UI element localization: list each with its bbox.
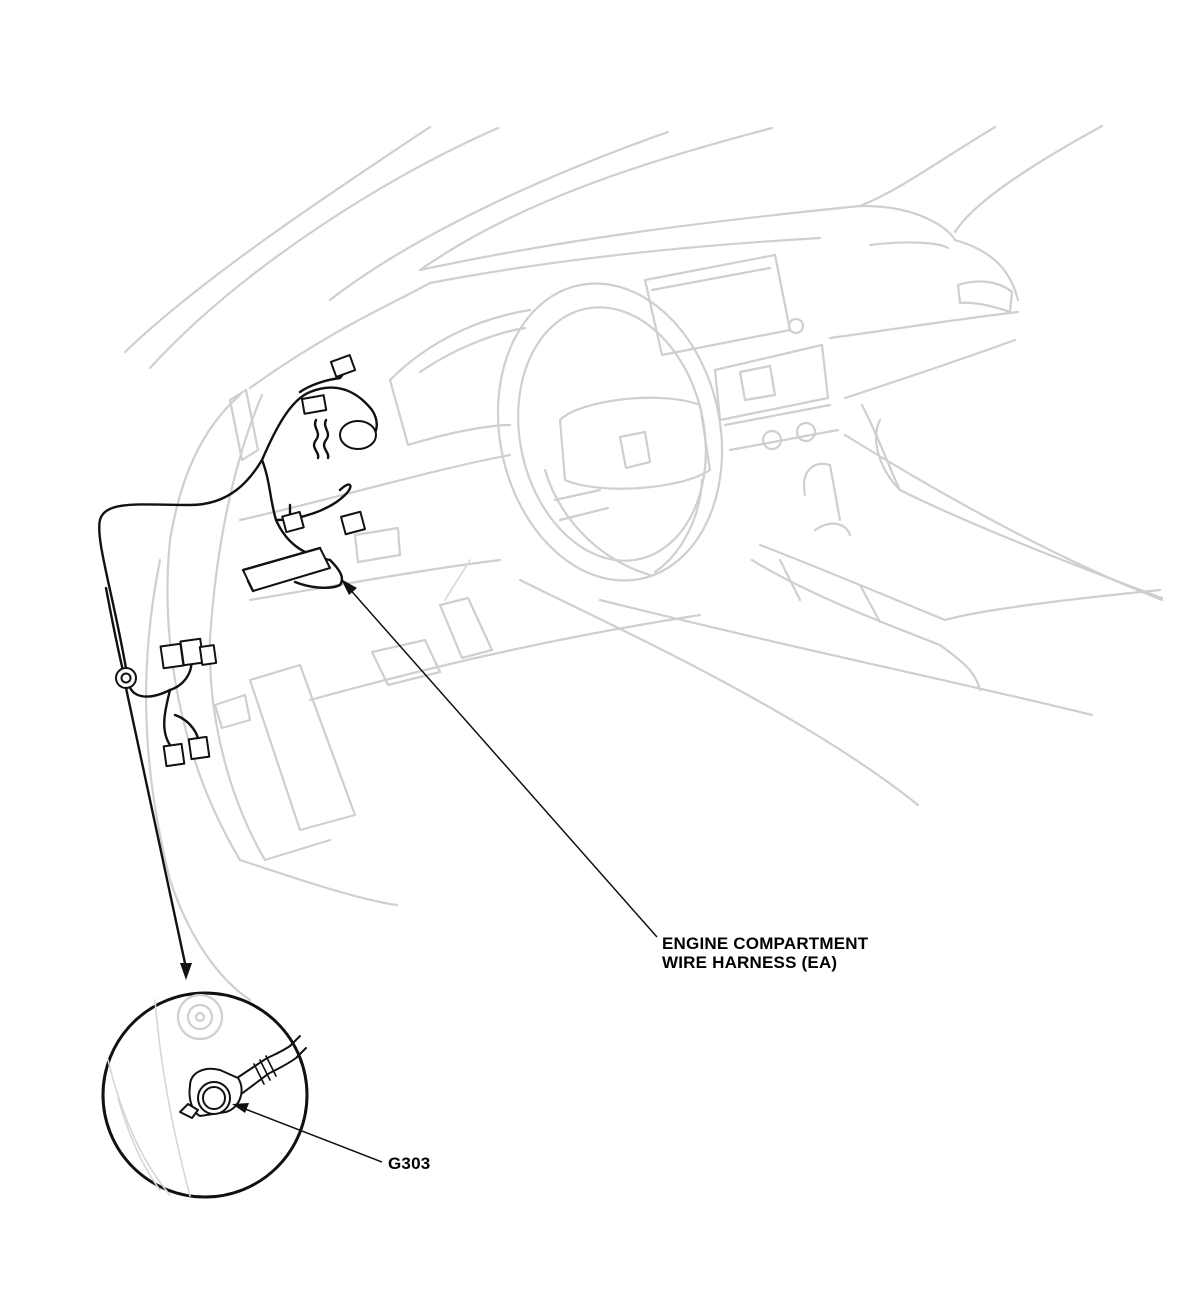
callout-leaders (232, 579, 658, 1163)
engine-compartment-wire-harness-label: ENGINE COMPARTMENT WIRE HARNESS (EA) (662, 934, 868, 972)
engine-compartment-wire-harness (98, 354, 378, 768)
ground-point-label: G303 (388, 1154, 431, 1173)
ground-detail-inset (101, 991, 309, 1199)
harness-label-line2: WIRE HARNESS (EA) (662, 953, 838, 972)
ground-leader-arrow (124, 686, 192, 980)
harness-label-line1: ENGINE COMPARTMENT (662, 934, 869, 953)
